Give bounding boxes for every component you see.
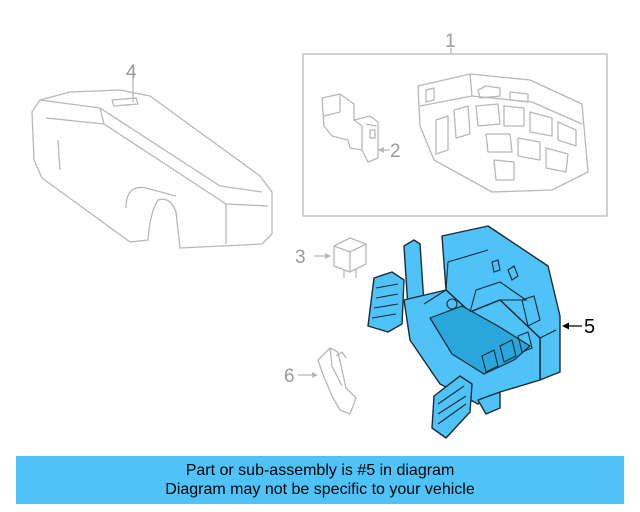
callout-1-label: 1 bbox=[445, 31, 456, 52]
banner-line-part: Part or sub-assembly is #5 in diagram bbox=[185, 462, 455, 479]
callout-5: 5 bbox=[562, 316, 595, 338]
callout-5-label: 5 bbox=[584, 316, 595, 338]
part-1-relay-block bbox=[417, 73, 589, 193]
info-banner: Part or sub-assembly is #5 in diagram Di… bbox=[16, 456, 624, 504]
part-4-cover bbox=[31, 89, 273, 249]
callout-6-label: 6 bbox=[284, 366, 295, 387]
callout-4-label: 4 bbox=[126, 62, 137, 83]
part-1-assembly-box: 1 bbox=[302, 31, 608, 217]
part-3-relay: 3 bbox=[295, 237, 367, 278]
callout-4: 4 bbox=[126, 62, 137, 102]
callout-3-label: 3 bbox=[295, 247, 306, 268]
part-6-clip: 6 bbox=[284, 347, 357, 415]
part-2-bracket: 2 bbox=[321, 93, 401, 163]
banner-line-disclaimer: Diagram may not be specific to your vehi… bbox=[165, 481, 475, 498]
part-5-housing bbox=[367, 225, 561, 439]
callout-2-label: 2 bbox=[390, 141, 401, 162]
